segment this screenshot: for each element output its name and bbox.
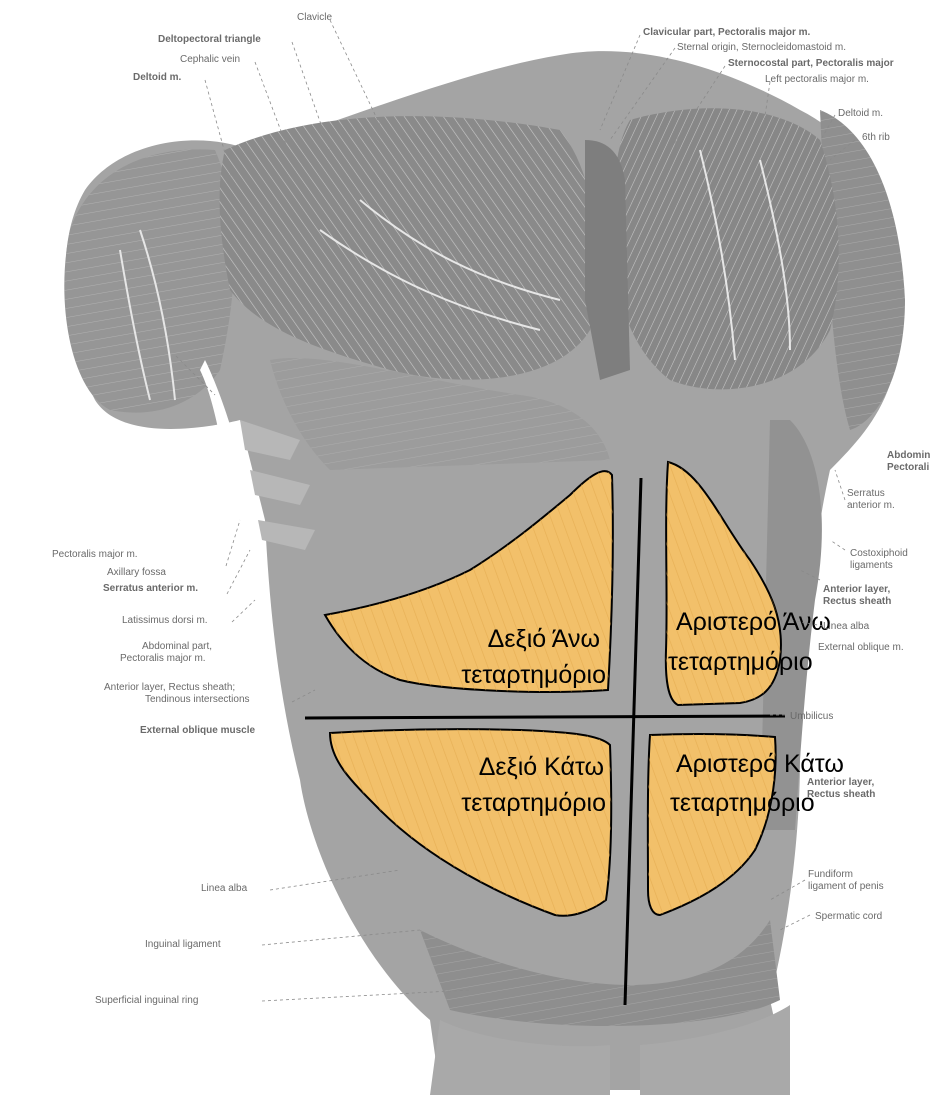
label-anterior-layer-right-2: Rectus sheath [823, 596, 891, 607]
label-cephalic-vein: Cephalic vein [180, 54, 240, 65]
label-umbilicus: Umbilicus [790, 711, 833, 722]
label-llq-line1: Αριστερό Κάτω [676, 750, 844, 778]
label-costoxiphoid-2: ligaments [850, 560, 893, 571]
label-clavicle: Clavicle [297, 12, 332, 23]
label-spermatic-cord: Spermatic cord [815, 911, 882, 922]
label-external-oblique-muscle: External oblique muscle [140, 725, 255, 736]
label-serratus-left: Serratus anterior m. [103, 583, 198, 594]
label-abdominal-cut-1: Abdomin [887, 450, 930, 461]
label-luq-line2: τεταρτημόριο [668, 648, 813, 676]
label-deltoid-left: Deltoid m. [133, 72, 182, 83]
label-abdominal-cut-2: Pectorali [887, 462, 929, 473]
label-fundiform-1: Fundiform [808, 869, 853, 880]
label-external-oblique-right: External oblique m. [818, 642, 904, 653]
label-anterior-layer-low-1: Anterior layer, [807, 777, 874, 788]
label-costoxiphoid-1: Costoxiphoid [850, 548, 908, 559]
label-sternocostal-part: Sternocostal part, Pectoralis major [728, 58, 894, 69]
label-latissimus: Latissimus dorsi m. [122, 615, 208, 626]
label-ruq-line2: τεταρτημόριο [461, 661, 606, 689]
label-pectoralis-major: Pectoralis major m. [52, 549, 138, 560]
label-left-pectoralis: Left pectoralis major m. [765, 74, 869, 85]
label-anterior-tendinous-1: Anterior layer, Rectus sheath; [104, 682, 235, 693]
horizontal-umbilical-line [305, 716, 785, 718]
label-luq-line1: Αριστερό Άνω [676, 608, 831, 636]
label-superficial-ring: Superficial inguinal ring [95, 995, 198, 1006]
label-rlq-line2: τεταρτημόριο [461, 789, 606, 817]
label-rlq-line1: Δεξιό Κάτω [479, 753, 604, 781]
label-linea-alba-left: Linea alba [201, 883, 248, 894]
label-deltoid-right: Deltoid m. [838, 108, 883, 119]
label-anterior-layer-right-1: Anterior layer, [823, 584, 890, 595]
label-anterior-layer-low-2: Rectus sheath [807, 789, 875, 800]
label-ruq-line1: Δεξιό Άνω [488, 625, 600, 653]
label-sixth-rib: 6th rib [862, 132, 890, 143]
label-fundiform-2: ligament of penis [808, 881, 884, 892]
label-serratus-right-1: Serratus [847, 488, 885, 499]
label-deltopectoral-triangle: Deltopectoral triangle [158, 34, 261, 45]
label-inguinal-ligament: Inguinal ligament [145, 939, 221, 950]
label-abdominal-part-1: Abdominal part, [142, 641, 212, 652]
label-llq-line2: τεταρτημόριο [670, 789, 815, 817]
label-axillary-fossa: Axillary fossa [107, 567, 166, 578]
label-anterior-tendinous-2: Tendinous intersections [145, 694, 250, 705]
label-sternal-origin: Sternal origin, Sternocleidomastoid m. [677, 42, 846, 53]
label-serratus-right-2: anterior m. [847, 500, 895, 511]
label-clavicular-part: Clavicular part, Pectoralis major m. [643, 27, 811, 38]
label-linea-alba-right: Linea alba [823, 621, 870, 632]
label-abdominal-part-2: Pectoralis major m. [120, 653, 206, 664]
